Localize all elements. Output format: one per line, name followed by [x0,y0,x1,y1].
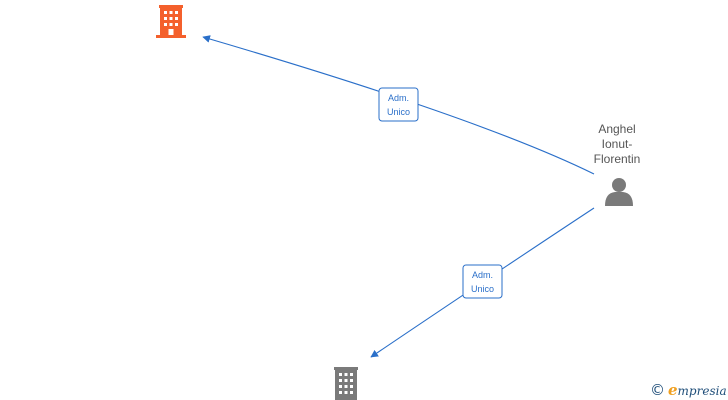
edge-label-line-1: Adm. [472,270,493,280]
person-name-line: Ionut- [601,137,633,151]
edge-label-line-2: Unico [387,107,410,117]
person-icon [605,178,633,206]
company-node-1[interactable] [156,5,186,38]
brand-name: mpresia [677,384,727,398]
building-icon [334,367,358,400]
footer-brand: © empresia [650,380,727,400]
brand-logo: empresia [668,381,727,399]
building-icon [156,5,186,38]
person-node[interactable] [605,178,633,206]
brand-initial: e [668,381,678,399]
edge-label-admin-company-1[interactable]: Adm. Unico [378,87,419,122]
person-name-label: Anghel Ionut- Florentin [578,122,656,167]
company-node-2[interactable] [334,367,358,400]
person-name-line: Florentin [593,152,641,166]
person-name-line: Anghel [598,122,636,136]
edge-label-line-2: Unico [471,284,494,294]
edge-label-line-1: Adm. [388,93,409,103]
edge-label-admin-company-2[interactable]: Adm. Unico [462,264,503,299]
edge-line-admin-company-1 [202,35,595,175]
copyright-icon: © [650,381,665,399]
